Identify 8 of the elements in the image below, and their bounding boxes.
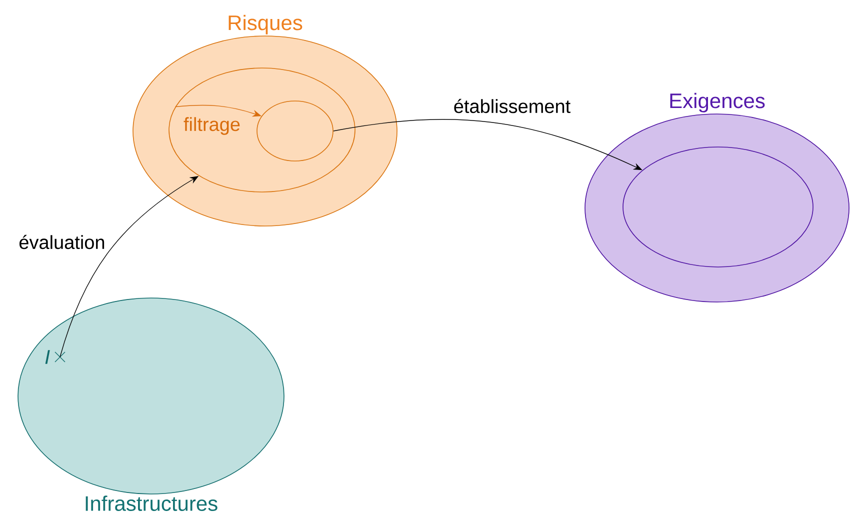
node-label: Infrastructures — [86, 496, 218, 512]
node-label: Risques — [228, 14, 302, 34]
node-label: Exigences — [670, 92, 765, 112]
edge-label: filtrage — [184, 117, 240, 135]
ellipse-region — [622, 146, 814, 268]
ellipse-region — [256, 100, 334, 162]
edge-label: établissement — [454, 98, 570, 114]
edge-label: évaluation — [20, 234, 104, 250]
